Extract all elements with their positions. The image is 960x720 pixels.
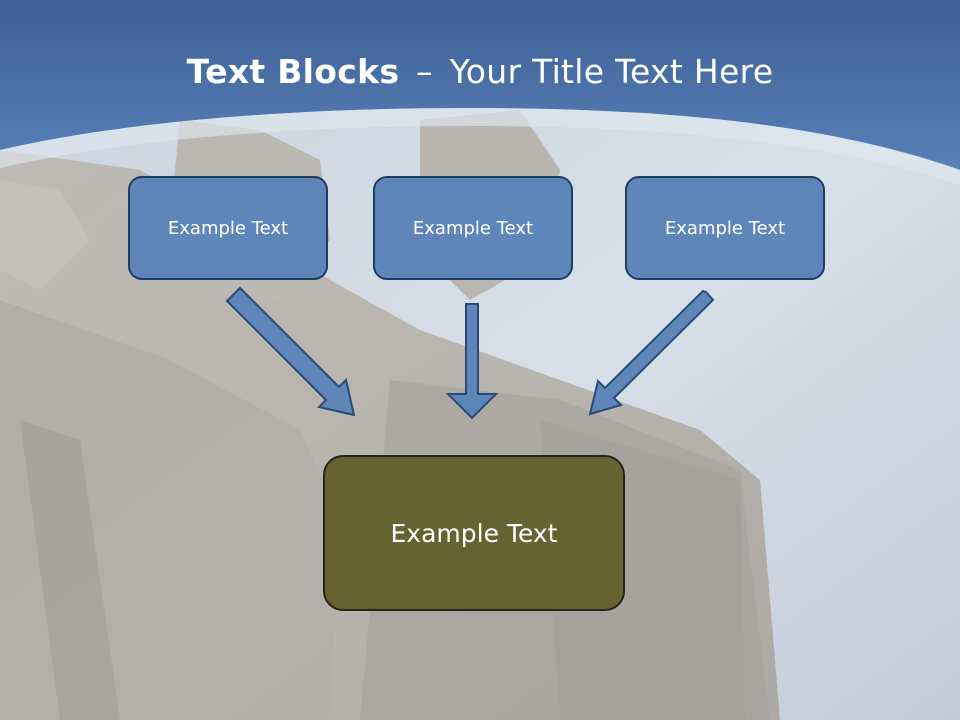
slide-title: Text Blocks – Your Title Text Here <box>0 52 960 91</box>
header-band <box>0 0 960 170</box>
title-separator: – <box>416 52 433 91</box>
arrow-center <box>445 303 499 420</box>
title-rest: Your Title Text Here <box>449 52 774 91</box>
example-block-3-label: Example Text <box>664 217 786 239</box>
target-block-label: Example Text <box>390 518 558 548</box>
title-bold: Text Blocks <box>186 52 400 91</box>
example-block-1-label: Example Text <box>167 217 289 239</box>
arrow-right <box>588 289 715 416</box>
target-block: Example Text <box>323 455 625 611</box>
arrow-left <box>225 286 356 417</box>
example-block-2-label: Example Text <box>412 217 534 239</box>
header-arc <box>0 108 960 185</box>
example-block-2: Example Text <box>373 176 573 280</box>
example-block-1: Example Text <box>128 176 328 280</box>
example-block-3: Example Text <box>625 176 825 280</box>
